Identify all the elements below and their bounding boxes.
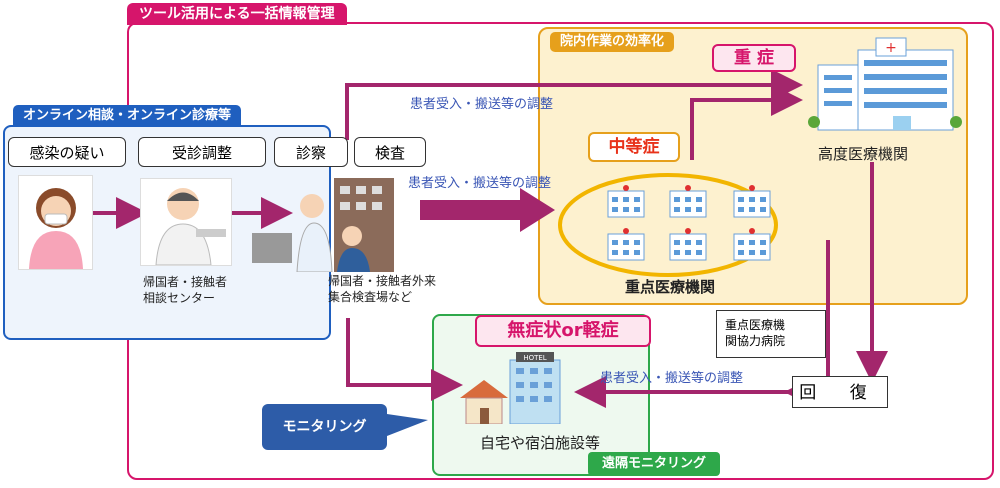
- remote-monitoring-label: 遠隔モニタリング: [588, 452, 721, 476]
- step-consult-adjust: 受診調整: [138, 137, 266, 167]
- priority-hospital-icon: [732, 185, 772, 219]
- recovery-box: 回 復: [792, 376, 888, 408]
- severe-label: 重 症: [712, 44, 796, 72]
- transfer-label-top: 患者受入・搬送等の調整: [410, 97, 554, 112]
- priority-hospital-icon: [606, 185, 646, 219]
- online-frame-title: オンライン相談・オンライン診療等: [13, 105, 242, 127]
- priority-hospital-icon: [732, 228, 772, 262]
- hotel-sign: HOTEL: [523, 354, 546, 362]
- arrow-priority-to-advanced: [690, 84, 803, 160]
- moderate-label: 中等症: [588, 132, 680, 162]
- mild-label: 無症状or軽症: [475, 315, 651, 347]
- priority-hospital-label: 重点医療機関: [625, 278, 716, 296]
- step-examination: 診察: [274, 137, 348, 167]
- hospital-building-icon: +: [808, 37, 962, 131]
- priority-ellipse: [558, 173, 778, 277]
- svg-text:+: +: [885, 40, 897, 56]
- home-hotel-illustration: HOTEL: [458, 352, 578, 425]
- consult-center-illustration: [140, 178, 232, 266]
- monitoring-box: モニタリング: [262, 404, 387, 450]
- big-arrow-to-priority: [420, 188, 555, 232]
- step-infection-suspect: 感染の疑い: [8, 137, 126, 167]
- tool-frame-title: ツール活用による一括情報管理: [127, 3, 347, 25]
- home-label: 自宅や宿泊施設等: [480, 434, 601, 452]
- clinic-caption: 帰国者・接触者外来 集合検査場など: [328, 274, 437, 304]
- doctor-phone-figure: [155, 188, 226, 266]
- cooperating-hospital-box: 重点医療機 関協力病院: [716, 310, 826, 358]
- priority-hospital-icon: [668, 185, 708, 219]
- hotel-house-icon: HOTEL: [460, 352, 561, 425]
- patient-figure: [29, 188, 83, 269]
- advanced-hospital-illustration: +: [808, 30, 963, 135]
- consult-center-caption: 帰国者・接触者 相談センター: [143, 275, 228, 305]
- arrow-to-home: [346, 318, 463, 401]
- monitoring-pointer: [387, 414, 428, 436]
- priority-hospital-icon: [606, 228, 646, 262]
- step-test: 検査: [354, 137, 426, 167]
- clinic-illustration: [252, 178, 412, 273]
- transfer-label-middle: 患者受入・搬送等の調整: [408, 176, 552, 191]
- priority-hospital-icon: [668, 228, 708, 262]
- transfer-label-bottom: 患者受入・搬送等の調整: [600, 371, 744, 386]
- advanced-hospital-label: 高度医療機関: [818, 145, 909, 163]
- arrow-to-advanced: [345, 69, 803, 140]
- efficiency-frame-title: 院内作業の効率化: [550, 32, 675, 52]
- suspected-patient-illustration: [18, 175, 93, 270]
- clinic-scene: [252, 178, 394, 273]
